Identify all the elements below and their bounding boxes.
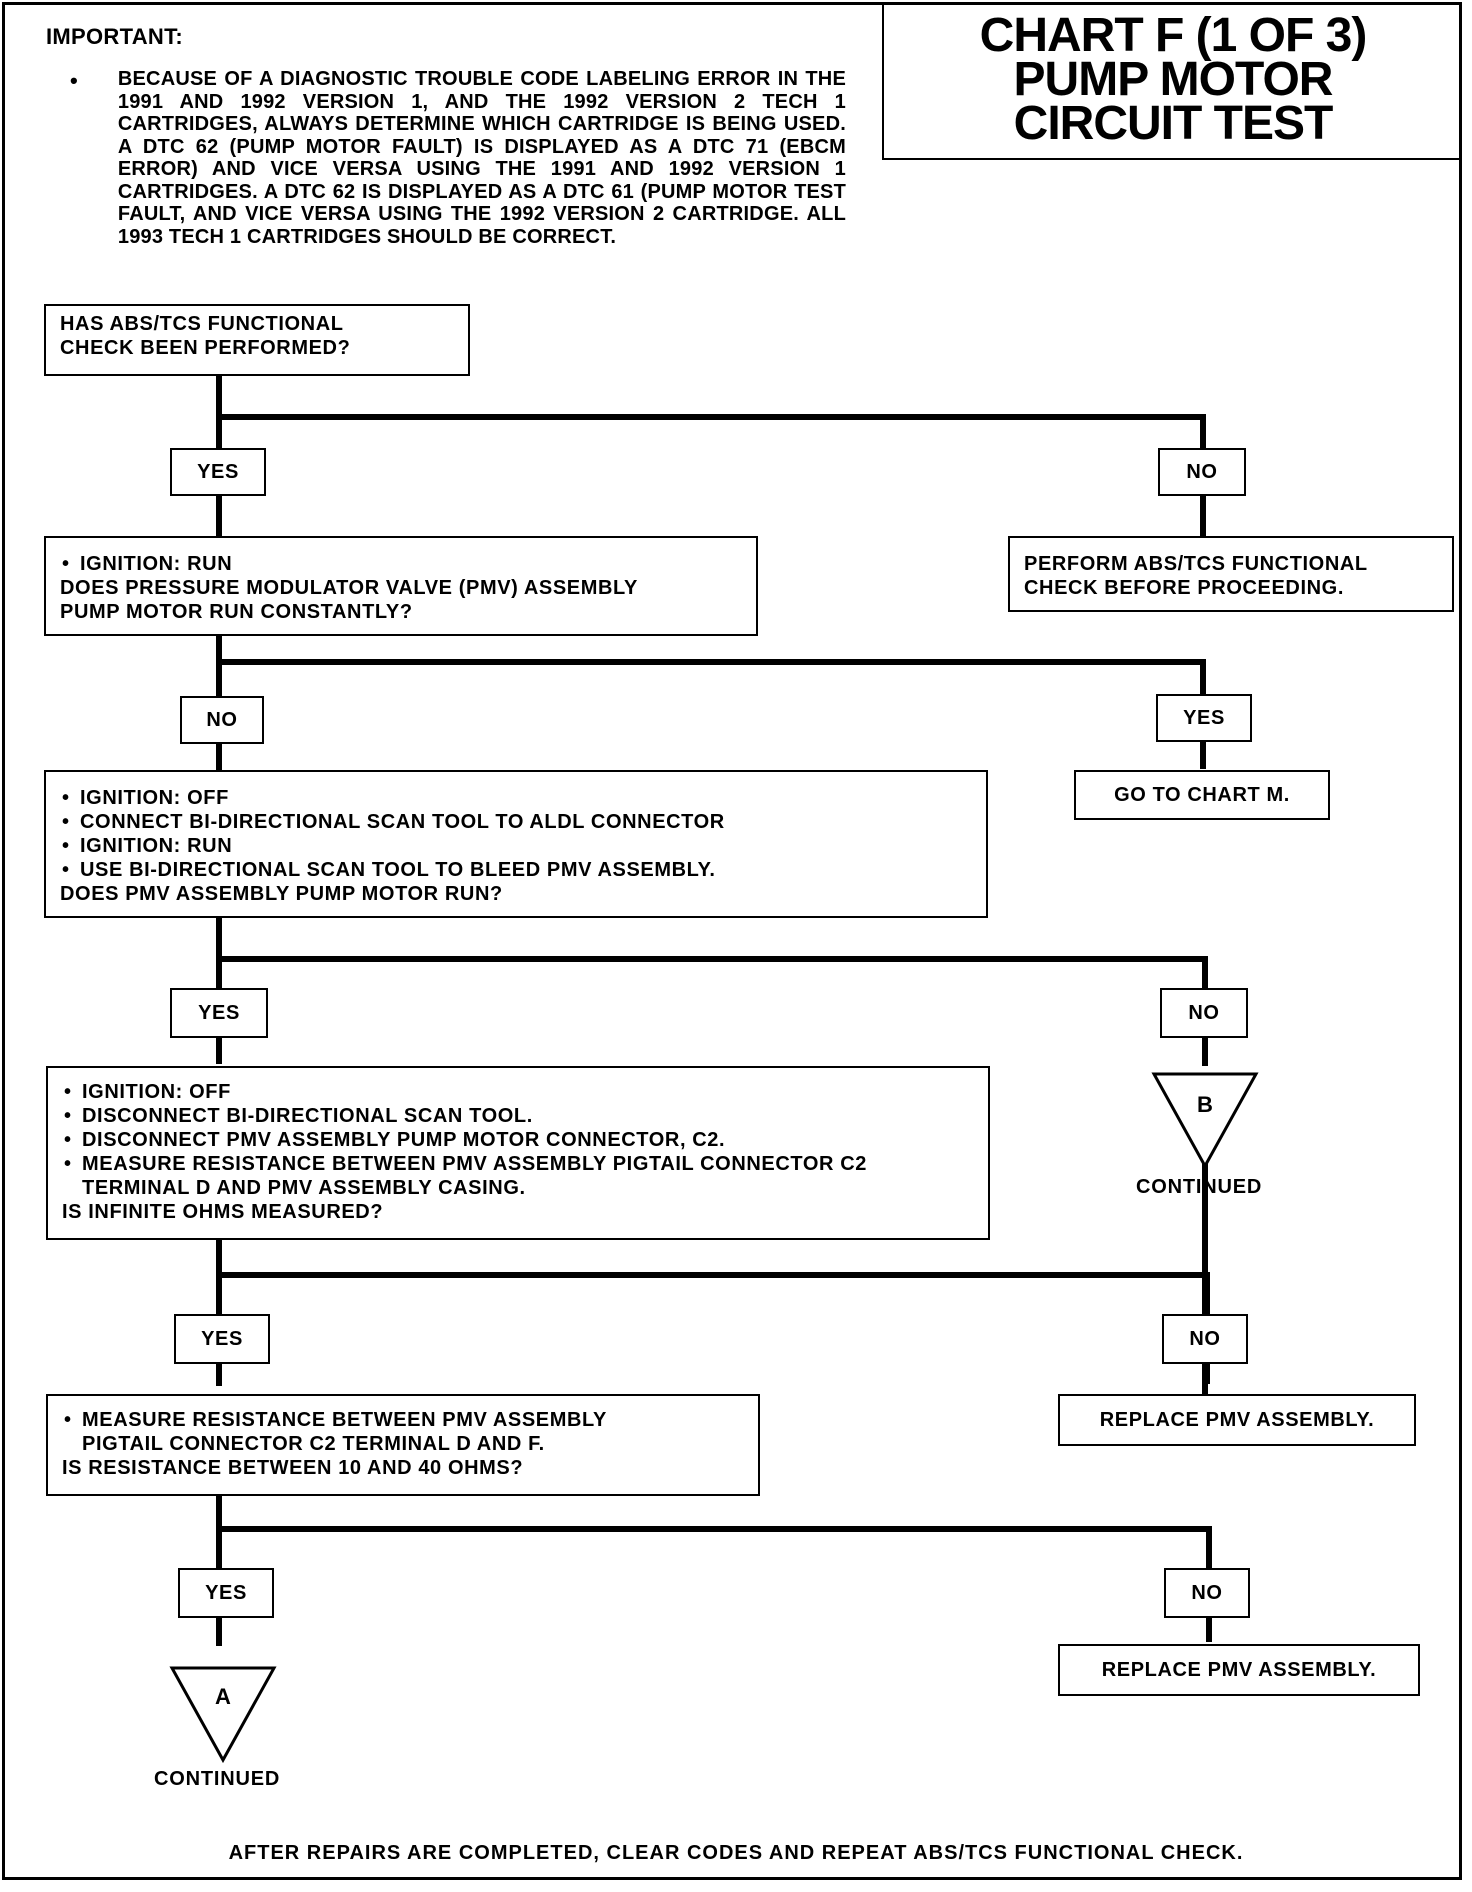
connector-letter: A (215, 1684, 231, 1709)
offpage-connector-a (169, 1666, 277, 1764)
step-bullet: DISCONNECT PMV ASSEMBLY PUMP MOTOR CONNE… (62, 1128, 974, 1152)
step-bleed-pmv-question: IGNITION: OFF CONNECT BI-DIRECTIONAL SCA… (44, 770, 988, 918)
question-line: IS RESISTANCE BETWEEN 10 AND 40 OHMS? (62, 1457, 524, 1479)
perform-functional-check-action: PERFORM ABS/TCS FUNCTIONAL CHECK BEFORE … (1008, 536, 1454, 612)
action-line: CHECK BEFORE PROCEEDING. (1024, 577, 1344, 599)
yes-label: YES (178, 1568, 274, 1618)
connector-line (216, 1228, 222, 1386)
step-bullet: IGNITION: RUN (60, 834, 972, 858)
continued-label: CONTINUED (1136, 1176, 1263, 1198)
question-line: DOES PRESSURE MODULATOR VALVE (PMV) ASSE… (60, 577, 638, 599)
step-bullet: DISCONNECT BI-DIRECTIONAL SCAN TOOL. (62, 1104, 974, 1128)
go-to-chart-m-action: GO TO CHART M. (1074, 770, 1330, 820)
step-pump-motor-constant-question: IGNITION: RUN DOES PRESSURE MODULATOR VA… (44, 536, 758, 636)
yes-label: YES (174, 1314, 270, 1364)
action-line: PERFORM ABS/TCS FUNCTIONAL (1024, 553, 1368, 575)
title-line-2: PUMP MOTOR (1013, 53, 1334, 106)
bullet-icon: • (70, 68, 78, 93)
step-resistance-question: MEASURE RESISTANCE BETWEEN PMV ASSEMBLY … (46, 1394, 760, 1496)
connector-line (216, 1484, 222, 1646)
step-bullet: CONNECT BI-DIRECTIONAL SCAN TOOL TO ALDL… (60, 810, 972, 834)
no-label: NO (1160, 988, 1248, 1038)
title-line-3: CIRCUIT TEST (1013, 97, 1334, 150)
continued-label: CONTINUED (154, 1768, 281, 1790)
connector-line (216, 414, 1206, 420)
connector-line (216, 1272, 1210, 1278)
no-label: NO (1158, 448, 1246, 496)
replace-pmv-action: REPLACE PMV ASSEMBLY. (1058, 1644, 1420, 1696)
yes-label: YES (170, 448, 266, 496)
step-bullet: MEASURE RESISTANCE BETWEEN PMV ASSEMBLY … (62, 1152, 974, 1200)
step-bullet: MEASURE RESISTANCE BETWEEN PMV ASSEMBLY … (62, 1408, 622, 1456)
step-bullet: IGNITION: OFF (60, 786, 972, 810)
no-label: NO (1162, 1314, 1248, 1364)
connector-line (1202, 1154, 1208, 1394)
important-note: IMPORTANT: • BECAUSE OF A DIAGNOSTIC TRO… (46, 24, 846, 248)
step-bullet: IGNITION: OFF (62, 1080, 974, 1104)
title-line-1: CHART F (1 OF 3) (979, 9, 1368, 62)
question-line: DOES PMV ASSEMBLY PUMP MOTOR RUN? (60, 883, 503, 905)
question-line: PUMP MOTOR RUN CONSTANTLY? (60, 601, 413, 623)
step-functional-check-question: HAS ABS/TCS FUNCTIONAL CHECK BEEN PERFOR… (44, 304, 470, 376)
question-line: IS INFINITE OHMS MEASURED? (62, 1201, 384, 1223)
yes-label: YES (1156, 694, 1252, 742)
connector-line (1202, 1014, 1208, 1064)
yes-label: YES (170, 988, 268, 1038)
chart-title: CHART F (1 OF 3) PUMP MOTOR CIRCUIT TEST (882, 2, 1462, 160)
question-line: HAS ABS/TCS FUNCTIONAL (60, 313, 344, 335)
connector-line (1206, 1602, 1212, 1642)
replace-pmv-action: REPLACE PMV ASSEMBLY. (1058, 1394, 1416, 1446)
important-heading: IMPORTANT: (46, 24, 184, 49)
offpage-connector-b (1151, 1072, 1259, 1170)
step-infinite-ohms-question: IGNITION: OFF DISCONNECT BI-DIRECTIONAL … (46, 1066, 990, 1240)
connector-line (216, 956, 1208, 962)
step-bullet: IGNITION: RUN (60, 552, 742, 576)
connector-letter: B (1197, 1092, 1213, 1117)
question-line: CHECK BEEN PERFORMED? (60, 337, 351, 359)
important-text: BECAUSE OF A DIAGNOSTIC TROUBLE CODE LAB… (117, 68, 846, 248)
footer-note: AFTER REPAIRS ARE COMPLETED, CLEAR CODES… (228, 1842, 1244, 1864)
step-bullet: USE BI-DIRECTIONAL SCAN TOOL TO BLEED PM… (60, 858, 972, 882)
no-label: NO (1164, 1568, 1250, 1618)
connector-line (216, 1526, 1212, 1532)
connector-line (1200, 490, 1206, 536)
connector-line (216, 659, 1206, 665)
no-label: NO (180, 696, 264, 744)
